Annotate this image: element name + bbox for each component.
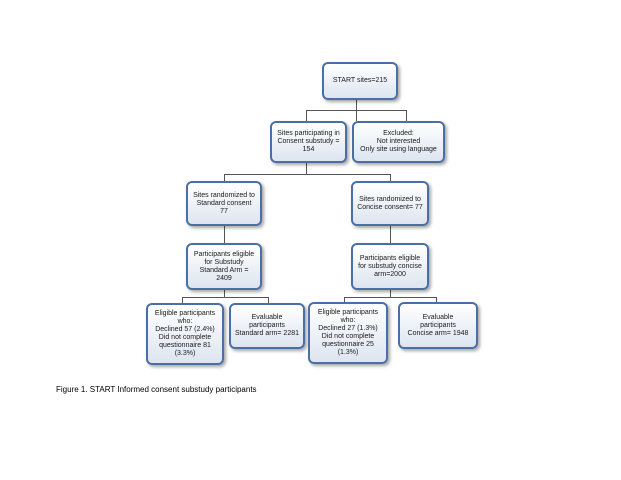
- standard-who-line: (3.3%): [174, 350, 196, 357]
- concise-eligible-who-box: Eligible participants who: Declined 27 (…: [308, 302, 388, 364]
- standard-eligible-line: 2409: [216, 274, 232, 282]
- connector: [390, 226, 391, 244]
- concise-sites-box: Sites randomized to Concise consent= 77: [351, 181, 429, 226]
- standard-eligible-line: Standard Arm =: [199, 266, 249, 274]
- connector: [344, 297, 345, 303]
- standard-evaluable-line: participants: [249, 322, 285, 329]
- standard-eligible-line: for Substudy: [204, 258, 244, 266]
- concise-evaluable-line: Concise arm= 1948: [407, 329, 469, 337]
- start-sites-box: START sites=215: [322, 62, 398, 100]
- concise-declined: Declined 27 (1.3%): [318, 325, 378, 332]
- standard-eligible-line: Participants eligible: [193, 250, 255, 258]
- figure-caption: Figure 1. START Informed consent substud…: [56, 385, 257, 394]
- concise-evaluable-line: participants: [420, 321, 456, 329]
- standard-who-line: Eligible participants: [154, 310, 216, 317]
- standard-evaluable-box: Evaluable participants Standard arm= 228…: [229, 303, 305, 349]
- standard-sites-line: Standard consent: [196, 199, 252, 207]
- connector: [268, 297, 269, 304]
- standard-sites-box: Sites randomized to Standard consent 77: [186, 181, 262, 226]
- connector: [306, 110, 406, 111]
- connector: [306, 110, 307, 122]
- connector: [344, 297, 436, 298]
- standard-eligible-who-box: Eligible participants who: Declined 57 (…: [146, 303, 224, 365]
- concise-eligible-line: for substudy concise: [358, 262, 422, 270]
- concise-who-line: Eligible participants: [317, 309, 379, 316]
- concise-eligible-line: arm=2000: [374, 270, 406, 278]
- start-sites-label: START sites=215: [332, 77, 388, 84]
- excluded-title: Excluded:: [383, 130, 414, 137]
- concise-who-line: who:: [340, 317, 356, 324]
- connector: [406, 110, 407, 122]
- connector: [390, 289, 391, 297]
- connector: [224, 226, 225, 244]
- concise-sites-line: Sites randomized to: [359, 195, 421, 203]
- concise-eligible-line: Participants eligible: [359, 254, 421, 262]
- excluded-line: Only site using language: [360, 146, 437, 153]
- concise-who-line: Did not complete: [321, 333, 375, 340]
- standard-sites-line: 77: [220, 207, 228, 215]
- connector: [224, 174, 390, 175]
- standard-who-line: who:: [177, 318, 193, 325]
- standard-eligible-box: Participants eligible for Substudy Stand…: [186, 243, 262, 290]
- concise-evaluable-box: Evaluable participants Concise arm= 1948: [398, 302, 478, 349]
- connector: [224, 174, 225, 182]
- concise-who-line: questionnaire 25: [322, 341, 374, 348]
- concise-evaluable-line: Evaluable: [422, 313, 454, 321]
- standard-who-line: questionnaire 81: [159, 342, 211, 349]
- concise-who-line: (1.3%): [337, 349, 359, 356]
- connector: [182, 297, 183, 304]
- connector: [224, 289, 225, 297]
- concise-eligible-box: Participants eligible for substudy conci…: [351, 243, 429, 290]
- connector: [306, 162, 307, 174]
- connector: [182, 297, 268, 298]
- standard-evaluable-line: Evaluable: [251, 314, 283, 321]
- consent-substudy-box: Sites participating in Consent substudy …: [270, 121, 347, 163]
- standard-who-line: Did not complete: [158, 334, 212, 341]
- concise-sites-line: Concise consent= 77: [357, 203, 423, 211]
- standard-declined: Declined 57 (2.4%): [155, 326, 215, 333]
- excluded-box: Excluded: Not interested Only site using…: [352, 121, 445, 163]
- standard-sites-line: Sites randomized to: [193, 191, 255, 199]
- consent-line: Consent substudy =: [277, 138, 340, 145]
- consent-line: 154: [302, 146, 315, 153]
- connector: [436, 297, 437, 303]
- consent-line: Sites participating in: [277, 130, 340, 137]
- standard-evaluable-line: Standard arm= 2281: [234, 330, 299, 337]
- connector: [390, 174, 391, 182]
- excluded-line: Not interested: [376, 138, 421, 145]
